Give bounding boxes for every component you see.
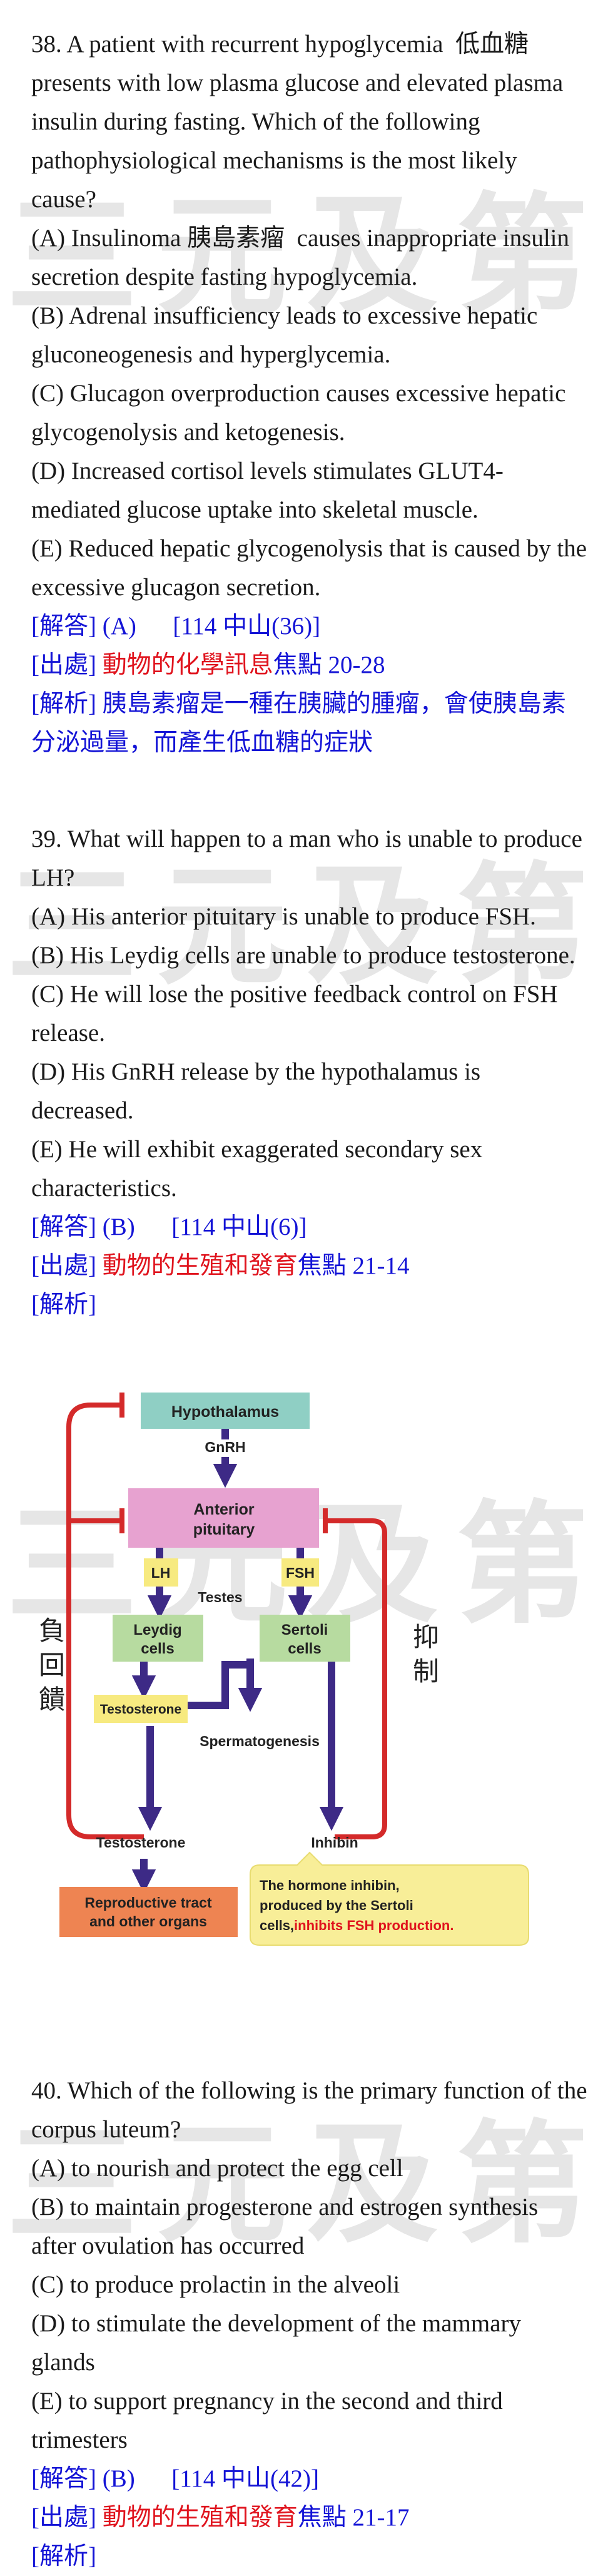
note-line-1: The hormone inhibin, xyxy=(260,1878,400,1893)
leydig-cells-box xyxy=(113,1615,203,1662)
testes-label: Testes xyxy=(198,1589,242,1605)
q38-answer: [解答] (A) [114 中山(36)] xyxy=(31,613,321,640)
q38-stem: 38. A patient with recurrent hypoglycemi… xyxy=(31,31,564,213)
sertoli-cells-box xyxy=(260,1615,350,1662)
fsh-label: FSH xyxy=(286,1565,315,1581)
sertoli-label: Sertoli xyxy=(281,1622,328,1638)
q40-stem: 40. Which of the following is the primar… xyxy=(31,2077,587,2143)
q40-source: [出處] 動物的生殖和發育焦點 21-17 xyxy=(31,2504,410,2531)
q39-answer: [解答] (B) [114 中山(6)] xyxy=(31,1214,307,1240)
q39-source: [出處] 動物的生殖和發育焦點 21-14 xyxy=(31,1252,410,1279)
q38-option-b: (B) Adrenal insufficiency leads to exces… xyxy=(31,302,538,368)
hypothalamus-box xyxy=(141,1393,310,1429)
q39-option-e: (E) He will exhibit exaggerated secondar… xyxy=(31,1136,483,1202)
q38-option-a: (A) Insulinoma 胰島素瘤 causes inappropriate… xyxy=(31,225,570,290)
q40-option-e: (E) to support pregnancy in the second a… xyxy=(31,2388,503,2453)
question-38: 38. A patient with recurrent hypoglycemi… xyxy=(31,25,588,762)
hormone-regulation-diagram: Hypothalamus GnRH Anterior pituitary LH … xyxy=(25,1364,588,1946)
q38-source: [出處] 動物的化學訊息焦點 20-28 xyxy=(31,652,385,678)
q39-option-c: (C) He will lose the positive feedback c… xyxy=(31,981,558,1046)
q38-analysis: [解析] 胰島素瘤是一種在胰臟的腫瘤，會使胰島素分泌過量，而產生低血糖的症狀 xyxy=(31,690,566,756)
watermark-1: 三元及第 xyxy=(6,180,607,334)
neg-feedback-char-3: 饋 xyxy=(39,1684,65,1715)
inhibin-note-callout: The hormone inhibin, produced by the Ser… xyxy=(250,1851,529,1946)
q40-option-d: (D) to stimulate the development of the … xyxy=(31,2310,522,2376)
q40-answer: [解答] (B) [114 中山(42)] xyxy=(31,2465,319,2492)
q39-option-a: (A) His anterior pituitary is unable to … xyxy=(31,903,536,930)
watermark-4: 三元及第 xyxy=(6,2108,607,2261)
reproductive-tract-label: Reproductive tract xyxy=(84,1894,212,1911)
note-line-3: cells,inhibits FSH production. xyxy=(260,1918,453,1933)
reproductive-tract-box xyxy=(59,1887,238,1937)
question-39: 39. What will happen to a man who is una… xyxy=(31,820,588,1324)
pituitary-label: pituitary xyxy=(193,1521,255,1538)
q38-option-d: (D) Increased cortisol levels stimulates… xyxy=(31,457,504,523)
negative-feedback-lines xyxy=(66,1393,387,1839)
q38-option-c: (C) Glucagon overproduction causes exces… xyxy=(31,380,566,446)
q40-option-c: (C) to produce prolactin in the alveoli xyxy=(31,2271,400,2298)
q40-option-b: (B) to maintain progesterone and estroge… xyxy=(31,2194,539,2259)
leydig-label: Leydig xyxy=(133,1622,181,1638)
inhibin-label: Inhibin xyxy=(311,1834,358,1851)
anterior-label: Anterior xyxy=(193,1501,255,1518)
inhibit-char-2: 制 xyxy=(413,1656,439,1687)
spermatogenesis-label: Spermatogenesis xyxy=(200,1733,320,1749)
q38-option-e: (E) Reduced hepatic glycogenolysis that … xyxy=(31,535,587,601)
q39-option-d: (D) His GnRH release by the hypothalamus… xyxy=(31,1058,481,1124)
question-40: 40. Which of the following is the primar… xyxy=(31,2072,588,2576)
q39-analysis: [解析] xyxy=(31,1291,96,1318)
anterior-pituitary-box xyxy=(128,1488,319,1548)
lh-label: LH xyxy=(151,1565,171,1581)
fsh-box xyxy=(281,1558,319,1587)
neg-feedback-char-1: 負 xyxy=(39,1615,65,1646)
q39-stem: 39. What will happen to a man who is una… xyxy=(31,825,582,891)
note-line-2: produced by the Sertoli xyxy=(260,1898,413,1913)
neg-feedback-char-2: 回 xyxy=(39,1650,65,1680)
gnrh-label: GnRH xyxy=(205,1439,245,1455)
hypothalamus-label: Hypothalamus xyxy=(171,1403,279,1421)
watermark-2: 三元及第 xyxy=(6,850,607,1003)
other-organs-label: and other organs xyxy=(89,1913,207,1929)
sertoli-cells-label: cells xyxy=(288,1640,321,1657)
testosterone-box xyxy=(94,1695,188,1723)
q40-option-a: (A) to nourish and protect the egg cell xyxy=(31,2155,403,2182)
testosterone-box-label: Testosterone xyxy=(100,1702,181,1717)
leydig-cells-label: cells xyxy=(141,1640,174,1657)
lh-box xyxy=(144,1558,178,1587)
q39-option-b: (B) His Leydig cells are unable to produ… xyxy=(31,942,575,969)
q40-analysis: [解析] xyxy=(31,2543,96,2570)
testosterone-output-label: Testosterone xyxy=(96,1834,186,1851)
inhibit-char-1: 抑 xyxy=(413,1622,439,1652)
